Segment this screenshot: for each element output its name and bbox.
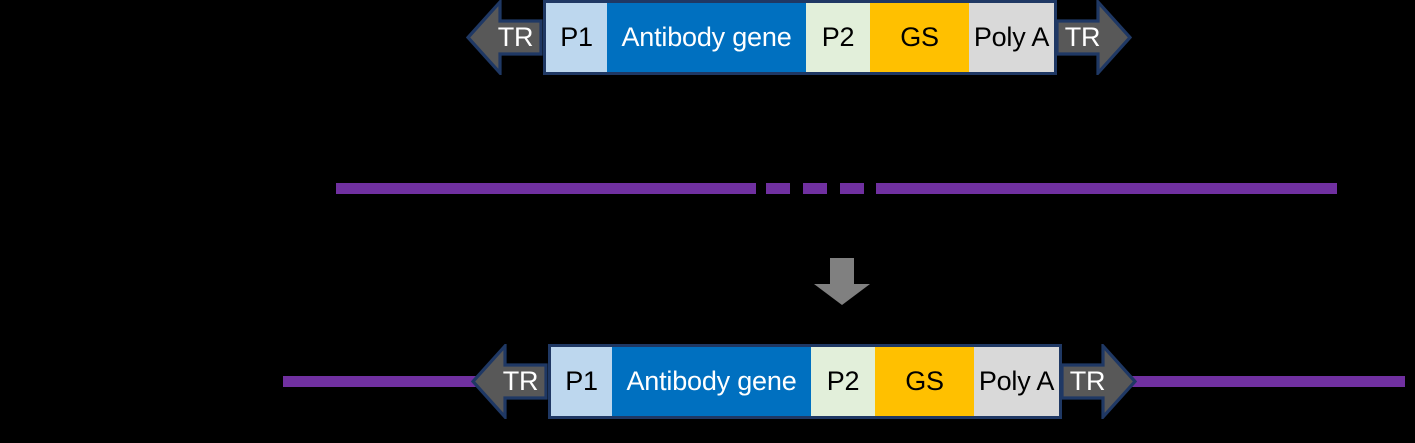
bottom-segment-poly-a: Poly A <box>974 344 1062 419</box>
bottom-segment-p2: P2 <box>811 344 875 419</box>
top-left-tr-arrow-icon: TR <box>466 0 543 75</box>
top-segment-p2: P2 <box>806 0 870 75</box>
top-right-tr-arrow-icon: TR <box>1055 0 1132 75</box>
bottom-segment-p2-label: P2 <box>826 366 860 396</box>
top-segment-p2-label: P2 <box>821 22 855 52</box>
genome-line-right-solid <box>876 183 1337 194</box>
bottom-segment-antibody-gene: Antibody gene <box>612 344 811 419</box>
bottom-left-tr-arrow-icon: TR <box>471 344 548 419</box>
bottom-right-tr-arrow-icon: TR <box>1060 344 1137 419</box>
top-segment-antibody-gene: Antibody gene <box>607 0 806 75</box>
top-segment-gs-label: GS <box>900 22 939 52</box>
bottom-segment-gs: GS <box>875 344 974 419</box>
genome-line-left-solid <box>336 183 756 194</box>
bottom-segment-poly-a-label: Poly A <box>978 366 1055 396</box>
top-segment-poly-a: Poly A <box>969 0 1057 75</box>
genome-flank-left <box>283 376 483 387</box>
top-construct: TR P1 Antibody gene P2 GS Poly A TR <box>0 0 1415 75</box>
bottom-segment-p1-label: P1 <box>565 366 598 396</box>
genome-line-dash-1 <box>766 183 790 194</box>
top-segment-antibody-gene-label: Antibody gene <box>621 22 792 52</box>
bottom-segment-p1: P1 <box>548 344 612 419</box>
genome-line-dash-2 <box>803 183 827 194</box>
top-segment-p1: P1 <box>543 0 607 75</box>
bottom-segment-antibody-gene-label: Antibody gene <box>626 366 797 396</box>
top-segment-p1-label: P1 <box>560 22 593 52</box>
genome-line-dash-3 <box>840 183 864 194</box>
top-segment-gs: GS <box>870 0 969 75</box>
bottom-construct: TR P1 Antibody gene P2 GS Poly A TR <box>0 344 1415 419</box>
integration-step-arrow-icon <box>812 258 872 306</box>
top-segment-poly-a-label: Poly A <box>973 22 1050 52</box>
genome-flank-right <box>1125 376 1405 387</box>
bottom-segment-gs-label: GS <box>905 366 944 396</box>
